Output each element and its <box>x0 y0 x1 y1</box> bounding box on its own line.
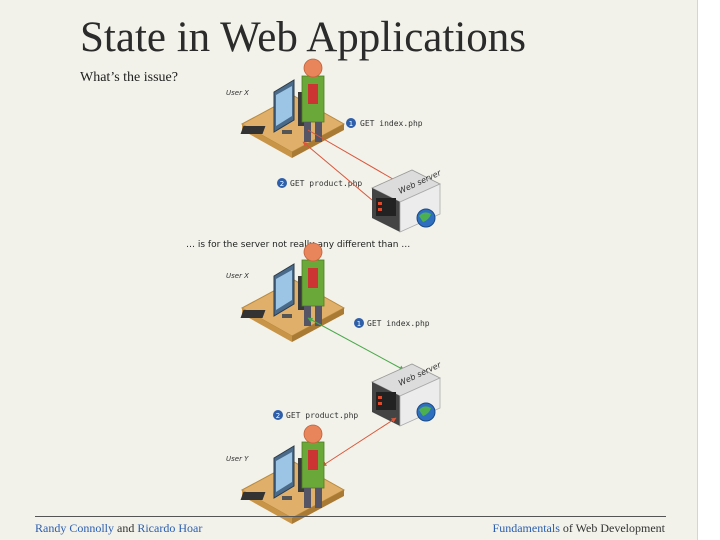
bottom-arrow-user-x <box>307 317 405 371</box>
book-title-rest: of Web Development <box>559 521 665 535</box>
top-req1-label: GET index.php <box>360 119 423 128</box>
slide-title: State in Web Applications <box>80 14 526 61</box>
bottom-user-y-station <box>240 424 345 525</box>
author-link-connolly[interactable]: Randy Connolly <box>35 521 115 535</box>
bottom-user-y-label: User Y <box>226 455 249 463</box>
bottom-req1-badge: 1 <box>357 320 361 328</box>
author-link-hoar[interactable]: Ricardo Hoar <box>137 521 203 535</box>
top-user-label: User X <box>226 89 249 97</box>
top-arrow-request-1 <box>307 129 399 183</box>
right-edge-bar <box>698 0 720 540</box>
slide-subtitle: What’s the issue? <box>80 70 178 85</box>
top-request-1: 1 GET index.php <box>346 118 423 128</box>
right-bar-divider <box>697 0 698 540</box>
top-req2-badge: 2 <box>280 180 284 188</box>
bottom-req2-label: GET product.php <box>286 411 358 420</box>
footer-divider <box>35 516 666 517</box>
comparison-caption: … is for the server not really any diffe… <box>186 240 410 250</box>
top-arrow-request-2 <box>302 141 373 201</box>
top-user-station <box>240 58 345 159</box>
bottom-user-x-station <box>240 242 345 343</box>
bottom-req1-label: GET index.php <box>367 319 430 328</box>
bottom-arrow-user-y <box>321 417 397 467</box>
bottom-req2-badge: 2 <box>276 412 280 420</box>
bottom-user-x-label: User X <box>226 272 249 280</box>
footer-book-title: Fundamentals of Web Development <box>493 521 665 536</box>
top-req1-badge: 1 <box>349 120 353 128</box>
author-separator: and <box>114 521 138 535</box>
book-link-fundamentals[interactable]: Fundamentals <box>492 521 560 535</box>
bottom-request-2: 2 GET product.php <box>273 410 358 420</box>
top-request-2: 2 GET product.php <box>277 178 362 188</box>
bottom-request-1: 1 GET index.php <box>354 318 430 328</box>
top-req2-label: GET product.php <box>290 179 362 188</box>
footer-authors: Randy Connolly and Ricardo Hoar <box>35 521 202 536</box>
